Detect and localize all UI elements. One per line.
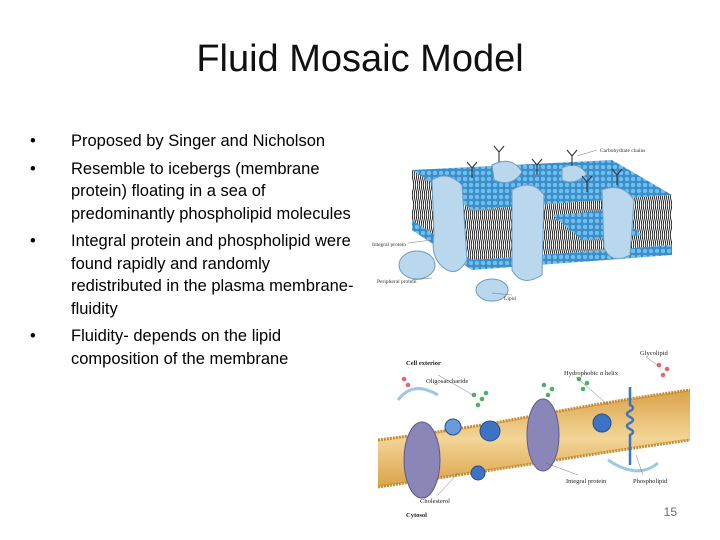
globular-protein [479,420,501,442]
peripheral-protein [475,278,509,302]
label-glycolipid: Glycolipid [640,350,669,357]
globular-protein [470,465,486,481]
label-integral-protein: Integral protein [566,478,607,485]
glycolipid-chain [401,362,670,388]
integral-protein [431,175,468,273]
globular-protein [592,413,612,433]
label-hydrophobic-helix: Hydrophobic α helix [564,370,619,377]
label-phospholipid: Phospholipid [633,478,668,485]
label-peripheral-protein: Peripheral protein [377,279,417,285]
integral-protein [511,184,545,281]
carbohydrate-chain [466,145,623,192]
label-integral-protein: Integral protein [372,242,406,248]
bullet-item: Fluidity- depends on the lipid compositi… [30,325,360,370]
peripheral-protein [398,250,436,280]
slide-title: Fluid Mosaic Model [196,38,524,80]
membrane-diagram-cross-section: Cell exterior Oligosaccharide Hydrophobi… [378,350,690,519]
slide-number: 15 [663,505,677,519]
globular-protein [444,418,462,436]
label-cytosol: Cytosol [406,512,427,519]
bullet-item: Integral protein and phospholipid were f… [30,230,360,320]
label-carbohydrate: Carbohydrate chains [600,148,645,154]
bullet-list: Proposed by Singer and Nicholson Resembl… [30,130,360,375]
label-cholesterol: Cholesterol [420,498,450,505]
integral-protein [403,421,441,499]
label-cell-exterior: Cell exterior [406,360,441,367]
integral-protein [526,398,560,472]
integral-protein [561,164,588,183]
label-oligosaccharide: Oligosaccharide [426,378,468,385]
label-lipid: Lipid [504,296,516,302]
oligosaccharide-chain [471,376,590,408]
integral-protein [601,187,635,260]
integral-protein [491,160,523,184]
bullet-item: Resemble to icebergs (membrane protein) … [30,158,360,226]
hydrophobic-helix [625,387,635,465]
membrane-diagram-3d: Carbohydrate chains Integral protein Per… [372,145,672,302]
bullet-item: Proposed by Singer and Nicholson [30,130,360,153]
